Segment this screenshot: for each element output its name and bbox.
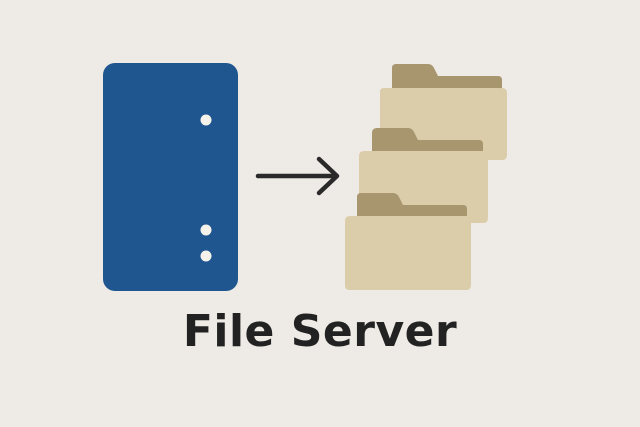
folder-stack-icon (345, 64, 507, 290)
server-indicator-light-top (200, 114, 212, 126)
server-icon (103, 63, 238, 291)
server-body (103, 63, 238, 291)
server-indicator-light-middle (200, 224, 212, 236)
folder-icon-bottom (345, 193, 471, 290)
arrow-right-icon (255, 156, 340, 196)
server-indicator-light-bottom (200, 250, 212, 262)
diagram-caption: File Server (182, 306, 458, 357)
